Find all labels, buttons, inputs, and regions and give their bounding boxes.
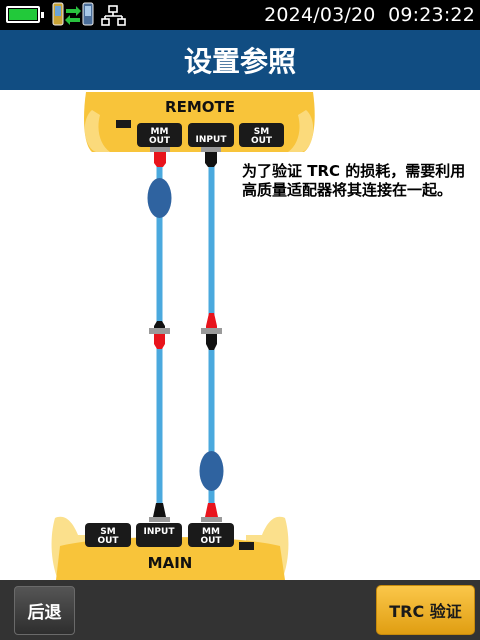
main-port-sm-out-label-1: SM (100, 527, 115, 537)
connection-diagram: REMOTE MM OUT INPUT SM OUT (51, 92, 315, 580)
connector-main-input (149, 503, 170, 522)
instruction-text: 为了验证 TRC 的损耗，需要利用高质量适配器将其连接在一起。 (242, 162, 466, 199)
sync-icon (52, 2, 94, 26)
connector-main-mm (201, 503, 222, 522)
remote-port-mm-out-label-1: MM (151, 127, 169, 137)
mandrel-left (147, 178, 172, 218)
main-port-input[interactable] (136, 523, 182, 547)
main-port-mm-out[interactable] (188, 523, 234, 547)
remote-unit: REMOTE MM OUT INPUT SM OUT (84, 92, 315, 152)
mandrel-right (199, 451, 224, 491)
remote-port-mm-out-label-2: OUT (149, 136, 171, 146)
battery-icon (6, 6, 44, 23)
main-port-input-label: INPUT (144, 527, 176, 537)
main-key-slot (239, 542, 254, 550)
trc-verify-button[interactable]: TRC 验证 (376, 585, 475, 635)
remote-unit-left-wing (84, 110, 110, 152)
page-title: 设置参照 (183, 45, 296, 78)
remote-key-slot (116, 120, 131, 128)
status-bar: 2024/03/20 09:23:22 (0, 0, 480, 30)
main-unit-body (56, 537, 285, 580)
main-port-mm-out-label-1: MM (202, 527, 220, 537)
battery-fill (9, 9, 37, 20)
main-unit: SM OUT INPUT MM OUT MAIN (51, 516, 289, 580)
remote-port-sm-out-label-2: OUT (251, 136, 273, 146)
connector-mid-left (149, 321, 170, 349)
main-port-sm-out-label-2: OUT (97, 536, 119, 546)
remote-port-sm-out[interactable] (239, 123, 284, 147)
back-button[interactable]: 后退 (14, 586, 75, 635)
remote-port-mm-out[interactable] (137, 123, 182, 147)
remote-port-input[interactable] (188, 123, 234, 147)
remote-port-input-label: INPUT (196, 135, 228, 145)
connector-remote-input (201, 147, 221, 167)
page-title-bar: 设置参照 (0, 30, 480, 90)
remote-unit-right-wing (288, 110, 314, 152)
content-area: REMOTE MM OUT INPUT SM OUT (0, 90, 480, 580)
main-port-mm-out-label-2: OUT (200, 536, 222, 546)
connector-mid-right (201, 313, 222, 350)
bottom-toolbar: 后退 TRC 验证 (0, 580, 480, 640)
status-datetime: 2024/03/20 09:23:22 (264, 4, 475, 26)
remote-port-sm-out-label-1: SM (254, 127, 269, 137)
connector-remote-mm (150, 147, 170, 167)
main-port-sm-out[interactable] (85, 523, 131, 547)
remote-label: REMOTE (165, 98, 235, 116)
main-label: MAIN (148, 554, 193, 572)
network-icon (101, 5, 126, 26)
